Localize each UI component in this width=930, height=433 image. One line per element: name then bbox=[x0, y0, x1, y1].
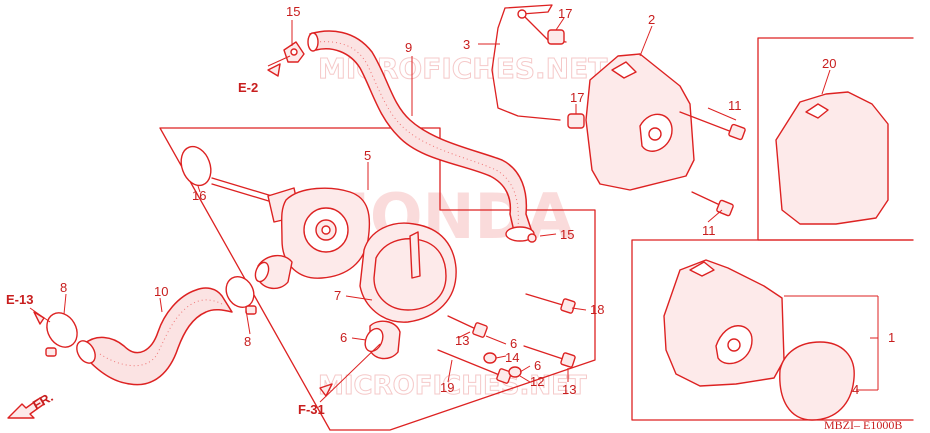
callout-5: 5 bbox=[364, 148, 371, 163]
callout-9: 9 bbox=[405, 40, 412, 55]
ref-e2: E-2 bbox=[238, 80, 258, 95]
callout-16: 16 bbox=[192, 188, 206, 203]
callout-14: 14 bbox=[505, 350, 519, 365]
callout-15-top: 15 bbox=[286, 4, 300, 19]
ref-f31: F-31 bbox=[298, 402, 325, 417]
leader-lines bbox=[29, 17, 879, 403]
callout-17-top: 17 bbox=[558, 6, 572, 21]
bolt-part-11-lower bbox=[691, 191, 734, 217]
hose-clamp-part-8-left bbox=[45, 312, 78, 357]
o-ring-part-16 bbox=[180, 145, 212, 187]
e2-arrow bbox=[267, 63, 281, 77]
callout-7: 7 bbox=[334, 288, 341, 303]
e13-arrow bbox=[33, 311, 45, 325]
hose-part-10 bbox=[76, 287, 233, 386]
cover-2-hole bbox=[648, 127, 662, 141]
hose-clamp-part-8-right bbox=[225, 275, 257, 315]
cover-2-tab bbox=[611, 61, 637, 79]
callout-8-left: 8 bbox=[60, 280, 67, 295]
inner-cover-part-20 bbox=[775, 91, 889, 225]
callout-13-upper: 13 bbox=[455, 333, 469, 348]
callout-8-right: 8 bbox=[244, 334, 251, 349]
cover-assembly-tab bbox=[689, 261, 715, 277]
pump-cover-part-7 bbox=[359, 222, 457, 360]
washer-part-14 bbox=[483, 352, 497, 364]
callout-12: 12 bbox=[530, 374, 544, 389]
front-arrow-icon bbox=[7, 397, 45, 419]
callout-11-upper: 11 bbox=[728, 98, 742, 113]
callout-2: 2 bbox=[648, 12, 655, 27]
callout-13-lower: 13 bbox=[562, 382, 576, 397]
inner-cover-tab bbox=[805, 103, 829, 119]
water-pump-part-5 bbox=[211, 177, 371, 289]
diagram-code: MBZI– E1000B bbox=[824, 418, 902, 432]
callout-15-lower: 15 bbox=[560, 227, 574, 242]
bracket-hole bbox=[517, 9, 527, 19]
cover-assembly-hole bbox=[727, 338, 741, 352]
callout-11-lower: 11 bbox=[702, 223, 716, 238]
callout-19: 19 bbox=[440, 380, 454, 395]
bolt-part-18 bbox=[525, 293, 576, 314]
collar-part-upper bbox=[547, 29, 565, 45]
callout-18: 18 bbox=[590, 302, 604, 317]
callout-6-mid: 6 bbox=[510, 336, 517, 351]
callout-20: 20 bbox=[822, 56, 836, 71]
hose-clip-part-15-upper bbox=[283, 41, 305, 63]
f31-arrow bbox=[319, 383, 333, 397]
callout-4: 4 bbox=[852, 382, 859, 397]
collar-part-lower bbox=[567, 113, 585, 129]
bolt-part-13-lower bbox=[523, 345, 576, 368]
callout-1: 1 bbox=[888, 330, 895, 345]
bolt-part-13-upper bbox=[447, 315, 488, 338]
cover-part-2 bbox=[585, 53, 695, 191]
bolt-part-19 bbox=[437, 349, 512, 384]
washer-part-12 bbox=[508, 366, 522, 378]
hose-clip-part-15-lower bbox=[505, 226, 537, 243]
watermark-bottom: MICROFICHES.NET bbox=[318, 371, 587, 401]
bolt-part-11-upper bbox=[679, 111, 746, 141]
callout-10: 10 bbox=[154, 284, 168, 299]
callout-17-mid: 17 bbox=[570, 90, 584, 105]
callout-6-right: 6 bbox=[534, 358, 541, 373]
mark-part-4 bbox=[779, 341, 855, 421]
callout-3: 3 bbox=[463, 37, 470, 52]
cover-assembly-part-1 bbox=[663, 259, 785, 387]
ref-e13: E-13 bbox=[6, 292, 33, 307]
callout-6-left: 6 bbox=[340, 330, 347, 345]
